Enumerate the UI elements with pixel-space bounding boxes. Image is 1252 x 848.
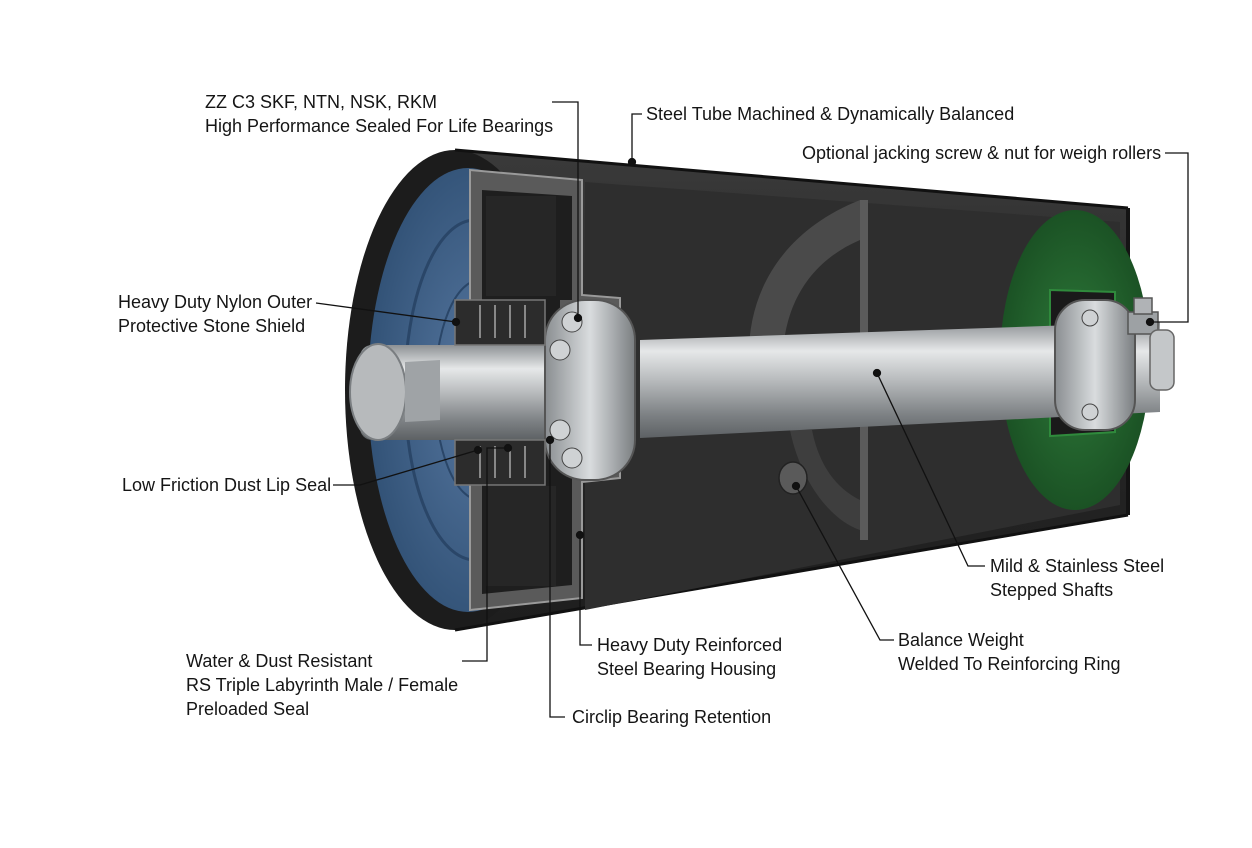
leader-jacking: [1150, 152, 1189, 323]
label-labyrinth-line2: RS Triple Labyrinth Male / Female: [186, 675, 459, 695]
label-tube: Steel Tube Machined & Dynamically Balanc…: [646, 102, 1014, 126]
label-jacking-line1: Optional jacking screw & nut for weigh r…: [802, 143, 1162, 163]
label-circlip: Circlip Bearing Retention: [572, 705, 771, 729]
label-housing-line1: Heavy Duty Reinforced: [597, 635, 783, 655]
label-labyrinth: Water & Dust Resistant RS Triple Labyrin…: [186, 649, 458, 721]
leader-lines: [315, 101, 1189, 718]
label-jacking: Optional jacking screw & nut for weigh r…: [802, 141, 1161, 165]
label-tube-line1: Steel Tube Machined & Dynamically Balanc…: [646, 104, 1015, 124]
jacking-screw: [1127, 297, 1175, 391]
label-labyrinth-line1: Water & Dust Resistant: [186, 651, 373, 671]
label-balance-line1: Balance Weight: [898, 630, 1024, 650]
label-circlip-line1: Circlip Bearing Retention: [572, 707, 772, 727]
right-bearing: [1054, 299, 1136, 431]
label-balance: Balance Weight Welded To Reinforcing Rin…: [898, 628, 1120, 676]
label-shield-line2: Protective Stone Shield: [118, 316, 306, 336]
leader-circlip: [549, 440, 565, 718]
left-bearing: [544, 299, 636, 481]
label-lip-seal: Low Friction Dust Lip Seal: [122, 473, 331, 497]
leader-bearings: [552, 101, 579, 318]
leader-lip-seal: [333, 449, 479, 486]
label-lip-seal-line1: Low Friction Dust Lip Seal: [122, 475, 332, 495]
label-housing-line2: Steel Bearing Housing: [597, 659, 777, 679]
balance-weight: [778, 461, 808, 495]
label-bearings: ZZ C3 SKF, NTN, NSK, RKM High Performanc…: [205, 90, 553, 138]
label-housing: Heavy Duty Reinforced Steel Bearing Hous…: [597, 633, 782, 681]
leader-shafts: [876, 372, 985, 567]
leader-shield: [315, 302, 457, 323]
label-shafts: Mild & Stainless Steel Stepped Shafts: [990, 554, 1164, 602]
label-shafts-line2: Stepped Shafts: [990, 580, 1114, 600]
leader-balance: [795, 485, 894, 641]
leader-tube: [631, 113, 642, 162]
leader-labyrinth: [462, 447, 508, 662]
leader-housing: [579, 535, 592, 646]
label-balance-line2: Welded To Reinforcing Ring: [898, 654, 1121, 674]
label-labyrinth-line3: Preloaded Seal: [186, 699, 310, 719]
label-shield: Heavy Duty Nylon Outer Protective Stone …: [118, 290, 312, 338]
label-bearings-line1: ZZ C3 SKF, NTN, NSK, RKM: [205, 92, 438, 112]
label-shield-line1: Heavy Duty Nylon Outer: [118, 292, 313, 312]
label-shafts-line1: Mild & Stainless Steel: [990, 556, 1165, 576]
label-bearings-line2: High Performance Sealed For Life Bearing…: [205, 116, 554, 136]
